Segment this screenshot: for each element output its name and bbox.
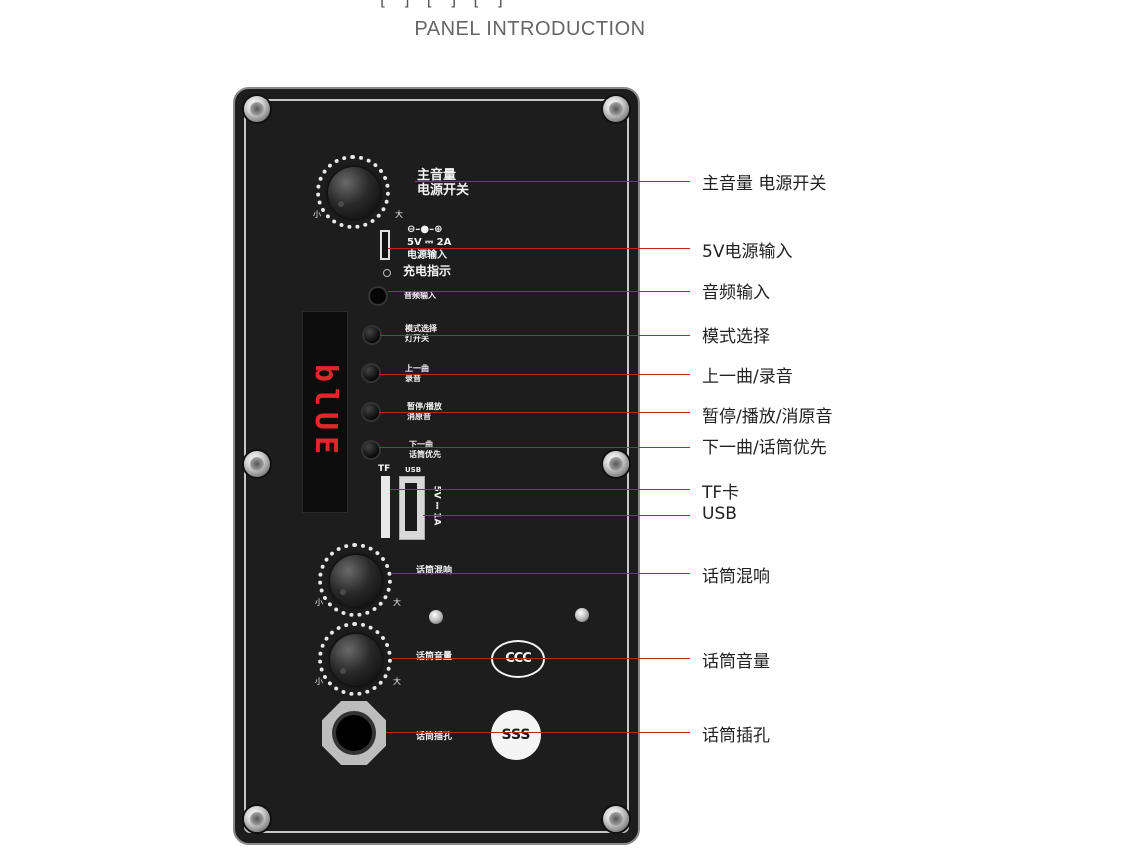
callout-usb: USB [702, 504, 737, 524]
usb-label: USB [405, 466, 422, 474]
screw-icon [603, 451, 629, 477]
usb-rating-label: 5V ⎓ 1A [431, 485, 442, 526]
mute-text: 消原音 [407, 412, 431, 421]
leader-line [379, 412, 690, 413]
callout-audio-input: 音频输入 [702, 283, 770, 303]
tf-label: TF [378, 464, 391, 474]
callout-prev-track: 上一曲/录音 [702, 367, 793, 387]
callout-next-track: 下一曲/话筒优先 [702, 438, 827, 458]
mode-select-text: 模式选择 [405, 324, 437, 333]
screw-icon [603, 96, 629, 122]
usb-port[interactable] [399, 476, 425, 540]
leader-line [388, 248, 690, 249]
knob-cap [330, 555, 382, 607]
knob-scale [318, 622, 392, 696]
stud-icon [575, 608, 589, 622]
ccc-logo: CCC [491, 640, 545, 678]
mode-select-button[interactable] [364, 327, 380, 343]
callout-mic-jack: 话筒插孔 [702, 726, 770, 746]
control-panel [233, 87, 640, 845]
prev-track-button[interactable] [363, 365, 379, 381]
master-volume-knob[interactable] [316, 155, 390, 229]
dc-rating-label: 5V ⎓ 2A [407, 237, 452, 248]
prev-track-label: 上一曲 录音 [405, 364, 429, 384]
knob-min-label: 小 [315, 598, 323, 607]
callout-tf-card: TF卡 [702, 483, 740, 503]
charge-indicator-label: 充电指示 [403, 264, 452, 278]
knob-min-label: 小 [313, 210, 321, 219]
mic-reverb-label: 话筒混响 [416, 566, 453, 576]
power-switch-text: 电源开关 [417, 183, 470, 198]
master-volume-label: 主音量 电源开关 [417, 168, 469, 198]
callout-dc-input: 5V电源输入 [702, 242, 793, 262]
knob-max-label: 大 [395, 210, 403, 219]
stud-icon [429, 610, 443, 624]
leader-line [423, 515, 690, 516]
knob-min-label: 小 [315, 677, 323, 686]
led-display: blUE [302, 311, 348, 513]
knob-max-label: 大 [393, 677, 401, 686]
dc-input-label: 电源输入 [407, 250, 447, 261]
callout-mic-reverb: 话筒混响 [702, 567, 770, 587]
callout-master-volume: 主音量 电源开关 [702, 174, 827, 194]
mode-select-label: 模式选择 灯开关 [405, 324, 437, 344]
audio-input-label: 音频输入 [404, 291, 436, 300]
leader-line [388, 291, 690, 292]
prev-track-text: 上一曲 [405, 364, 429, 373]
led-display-text: blUE [308, 363, 343, 461]
callout-pause-play: 暂停/播放/消原音 [702, 407, 833, 427]
record-text: 录音 [405, 374, 421, 383]
callout-mode-select: 模式选择 [702, 327, 770, 347]
leader-line [392, 573, 690, 574]
leader-line [380, 335, 690, 336]
charge-indicator-led [383, 269, 391, 277]
pause-play-label: 暂停/播放 消原音 [407, 402, 442, 422]
callout-mic-volume: 话筒音量 [702, 652, 770, 672]
knob-scale [316, 155, 390, 229]
knob-max-label: 大 [393, 598, 401, 607]
knob-cap [328, 167, 380, 219]
leader-line [386, 732, 690, 733]
audio-input-jack[interactable] [370, 288, 386, 304]
screw-icon [244, 806, 270, 832]
mic-priority-text: 话筒优先 [409, 450, 441, 459]
page-title-partial: [ ] [ ] [ ] [380, 0, 509, 9]
leader-line [379, 447, 690, 448]
next-track-text: 下一曲 [409, 440, 433, 449]
screw-icon [244, 96, 270, 122]
screw-icon [603, 806, 629, 832]
leader-line [392, 658, 690, 659]
pause-play-button[interactable] [363, 404, 379, 420]
knob-cap [330, 634, 382, 686]
mic-jack-label: 话筒插孔 [416, 732, 453, 742]
leader-line [415, 181, 690, 182]
mic-volume-knob[interactable] [318, 622, 392, 696]
dc-polarity-label: ⊖–●–⊕ [407, 224, 443, 235]
pause-play-text: 暂停/播放 [407, 402, 442, 411]
leader-line [390, 489, 690, 490]
dc-input-jack[interactable] [380, 230, 390, 260]
screw-icon [244, 451, 270, 477]
leader-line [379, 374, 690, 375]
light-switch-text: 灯开关 [405, 334, 429, 343]
master-volume-text: 主音量 [417, 168, 457, 183]
mic-reverb-knob[interactable] [318, 543, 392, 617]
knob-scale [318, 543, 392, 617]
mic-input-jack[interactable] [322, 701, 386, 765]
next-track-label: 下一曲 话筒优先 [409, 440, 441, 460]
tf-card-slot[interactable] [381, 476, 390, 538]
next-track-button[interactable] [363, 442, 379, 458]
page-subtitle: PANEL INTRODUCTION [414, 18, 646, 40]
sss-logo: SSS [491, 710, 541, 760]
mic-volume-label: 话筒音量 [416, 652, 453, 662]
